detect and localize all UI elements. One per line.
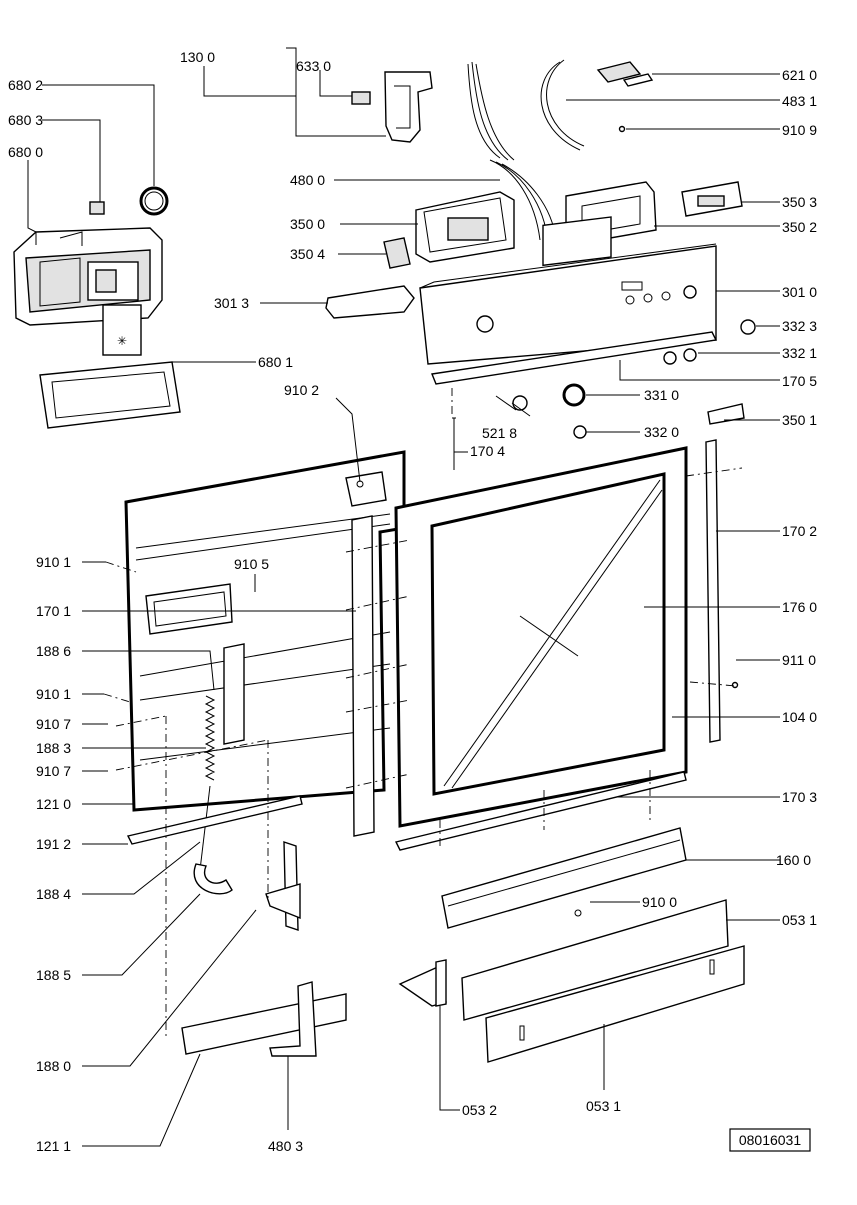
label-350-4: 350 4 <box>290 246 325 262</box>
label-104-0: 104 0 <box>782 709 817 725</box>
strip-191-2 <box>126 795 303 845</box>
label-633-0: 633 0 <box>296 58 331 74</box>
label-680-0: 680 0 <box>8 144 43 160</box>
side-strip-170-1 <box>351 515 375 837</box>
label-350-3: 350 3 <box>782 194 817 210</box>
label-621-0: 621 0 <box>782 67 817 83</box>
rail-121-1 <box>181 993 347 1055</box>
label-301-3: 301 3 <box>214 295 249 311</box>
leader-lines <box>27 47 780 1147</box>
label-910-1-b: 910 1 <box>36 686 71 702</box>
label-188-3: 188 3 <box>36 740 71 756</box>
label-910-7-a: 910 7 <box>36 716 71 732</box>
label-350-1: 350 1 <box>782 412 817 428</box>
label-680-2: 680 2 <box>8 77 43 93</box>
label-188-0: 188 0 <box>36 1058 71 1074</box>
label-332-0: 332 0 <box>644 424 679 440</box>
label-170-5: 170 5 <box>782 373 817 389</box>
bracket-350-1 <box>707 403 745 425</box>
screw-911-0 <box>731 681 739 689</box>
label-910-9: 910 9 <box>782 122 817 138</box>
gasket-680-1 <box>39 361 181 429</box>
label-121-1: 121 1 <box>36 1138 71 1154</box>
label-521-8: 521 8 <box>482 425 517 441</box>
plate-053-1-a <box>461 899 729 1021</box>
label-188-5: 188 5 <box>36 967 71 983</box>
cable-483-1 <box>540 59 585 151</box>
screw-170-4 <box>452 417 456 470</box>
bottom-strip-170-3 <box>394 771 687 851</box>
label-176-0: 176 0 <box>782 599 817 615</box>
bracket-188-0 <box>265 841 301 931</box>
side-strip-170-2 <box>705 439 721 743</box>
label-130-0: 130 0 <box>180 49 215 65</box>
rail-160-0 <box>441 827 687 929</box>
label-910-2: 910 2 <box>284 382 319 398</box>
label-188-6: 188 6 <box>36 643 71 659</box>
label-910-7-b: 910 7 <box>36 763 71 779</box>
label-121-0: 121 0 <box>36 796 71 812</box>
label-483-1: 483 1 <box>782 93 817 109</box>
drawing-number: 08016031 <box>739 1132 802 1148</box>
label-680-1: 680 1 <box>258 354 293 370</box>
hinge-910-2 <box>345 471 387 507</box>
label-053-1-b: 053 1 <box>586 1098 621 1114</box>
plate-053-1-b <box>485 945 745 1063</box>
seal-ring-680-2 <box>139 186 169 216</box>
connector-350-4 <box>383 237 411 269</box>
outer-door-104-0 <box>394 446 688 828</box>
label-331-0: 331 0 <box>644 387 679 403</box>
knobs <box>562 319 756 439</box>
label-910-1-a: 910 1 <box>36 554 71 570</box>
spring-188-3 <box>199 695 216 871</box>
wire-harness-480-0 <box>467 61 557 243</box>
label-332-1: 332 1 <box>782 345 817 361</box>
display-board-350-3 <box>681 181 743 217</box>
label-480-3: 480 3 <box>268 1138 303 1154</box>
label-911-0: 911 0 <box>782 652 816 668</box>
label-910-5: 910 5 <box>234 556 269 572</box>
label-910-0: 910 0 <box>642 894 677 910</box>
board-621-0 <box>596 61 654 87</box>
label-053-1-a: 053 1 <box>782 912 817 928</box>
valve-521-8 <box>511 395 531 417</box>
label-170-1: 170 1 <box>36 603 71 619</box>
control-housing-680-0: ✳ <box>13 227 163 356</box>
label-301-0: 301 0 <box>782 284 817 300</box>
assembly-lines <box>103 388 743 1040</box>
handle-301-3 <box>325 285 415 319</box>
inner-door-121-0 <box>124 450 406 812</box>
label-191-2: 191 2 <box>36 836 71 852</box>
label-350-0: 350 0 <box>290 216 325 232</box>
door-lock-633-0 <box>351 71 433 143</box>
label-053-2: 053 2 <box>462 1102 497 1118</box>
hook-188-5 <box>193 863 233 895</box>
label-350-2: 350 2 <box>782 219 817 235</box>
screw-910-9 <box>618 125 626 133</box>
part-labels: 680 2 680 3 680 0 130 0 633 0 621 0 483 … <box>8 49 817 1154</box>
label-680-3: 680 3 <box>8 112 43 128</box>
drawing-number-box: 08016031 <box>729 1128 811 1152</box>
label-480-0: 480 0 <box>290 172 325 188</box>
clip-680-3 <box>89 201 105 215</box>
label-170-4: 170 4 <box>470 443 505 459</box>
electronic-module-350-0 <box>415 191 515 263</box>
label-160-0: 160 0 <box>776 852 811 868</box>
label-188-4: 188 4 <box>36 886 71 902</box>
strip-170-5 <box>431 331 718 385</box>
label-170-3: 170 3 <box>782 789 817 805</box>
svg-text:✳: ✳ <box>117 334 127 348</box>
clip-480-3 <box>269 981 317 1057</box>
bracket-053-2 <box>398 959 447 1007</box>
label-332-3: 332 3 <box>782 318 817 334</box>
label-170-2: 170 2 <box>782 523 817 539</box>
